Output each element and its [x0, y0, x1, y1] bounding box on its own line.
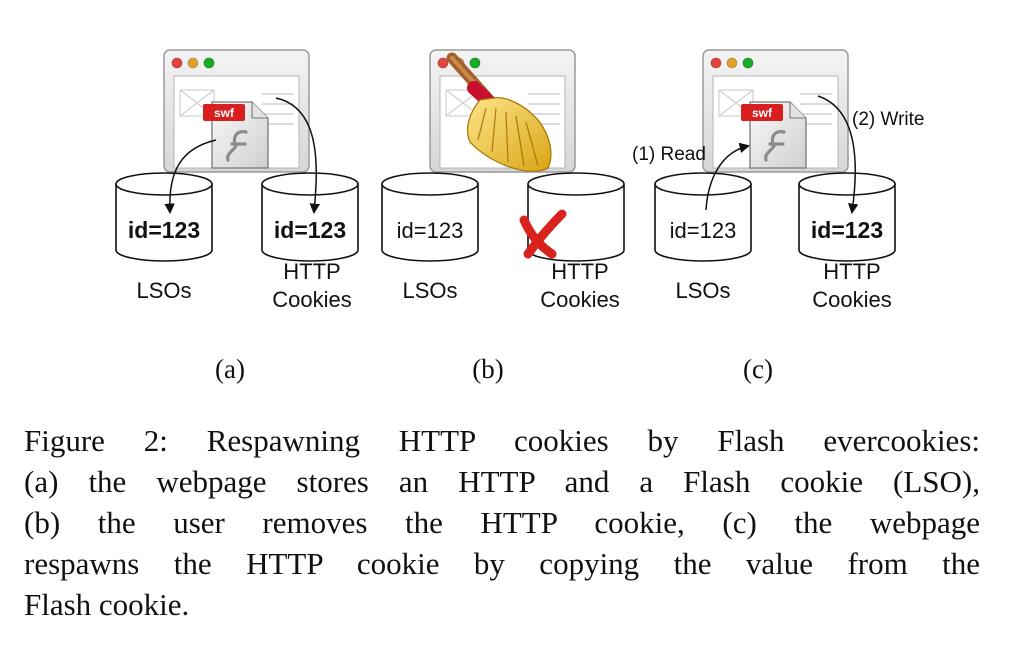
http-cookie-label-1: HTTP — [283, 259, 340, 284]
caption-line: (a) the webpage stores an HTTP and a Fla… — [24, 464, 980, 499]
http-cookie-label-1: HTTP — [551, 259, 608, 284]
http-cookie-value: id=123 — [811, 217, 883, 243]
flash-file-icon: swf — [203, 101, 269, 169]
lso-label: LSOs — [675, 278, 730, 303]
red-x-icon — [519, 209, 567, 259]
http-cookie-store: id=123 — [798, 172, 896, 262]
caption-line: (b) the user removes the HTTP cookie, (c… — [24, 505, 980, 540]
panel-a: swf id=123 LSOs id=123 HTTP Cookies (a) — [115, 49, 359, 384]
figure-caption: Figure 2: Respawning HTTP cookies by Fla… — [24, 420, 980, 625]
subcaption-c: (c) — [743, 354, 773, 384]
caption-line: respawns the HTTP cookie by copying the … — [24, 546, 980, 581]
lso-label: LSOs — [136, 278, 191, 303]
arrow-to-http — [275, 97, 321, 215]
lso-label: LSOs — [402, 278, 457, 303]
http-cookie-value: id=123 — [274, 217, 346, 243]
swf-badge: swf — [214, 106, 235, 120]
http-cookie-store — [527, 172, 625, 262]
write-label: (2) Write — [852, 109, 924, 130]
http-cookie-label-2: Cookies — [812, 287, 891, 312]
broom-icon — [446, 52, 552, 172]
swf-badge: swf — [752, 106, 773, 120]
http-cookie-store: id=123 — [261, 172, 359, 262]
caption-line: Flash cookie. — [24, 587, 190, 622]
subcaption-b: (b) — [472, 354, 503, 384]
http-cookie-label-1: HTTP — [823, 259, 880, 284]
subcaption-a: (a) — [215, 354, 245, 384]
panel-c: swf id=123 LSOs id=123 HTTP Cookies (1) … — [632, 49, 924, 384]
evercookie-diagram: swf id=123 LSOs id=123 HTTP Cookies (a) — [115, 49, 924, 384]
flash-file-icon: swf — [741, 101, 807, 169]
lso-value: id=123 — [670, 218, 737, 243]
panel-b: id=123 LSOs HTTP Cookies (b) — [381, 49, 625, 384]
http-cookie-label-2: Cookies — [272, 287, 351, 312]
read-label: (1) Read — [632, 144, 706, 165]
lso-value: id=123 — [128, 217, 200, 243]
lso-store: id=123 — [115, 172, 213, 262]
write-arrow — [817, 95, 859, 215]
caption-line: Figure 2: Respawning HTTP cookies by Fla… — [24, 423, 980, 458]
arrow-to-lso — [164, 139, 217, 215]
lso-value: id=123 — [397, 218, 464, 243]
lso-store: id=123 — [381, 172, 479, 262]
lso-store: id=123 — [654, 172, 752, 262]
http-cookie-label-2: Cookies — [540, 287, 619, 312]
read-arrow — [705, 142, 751, 211]
